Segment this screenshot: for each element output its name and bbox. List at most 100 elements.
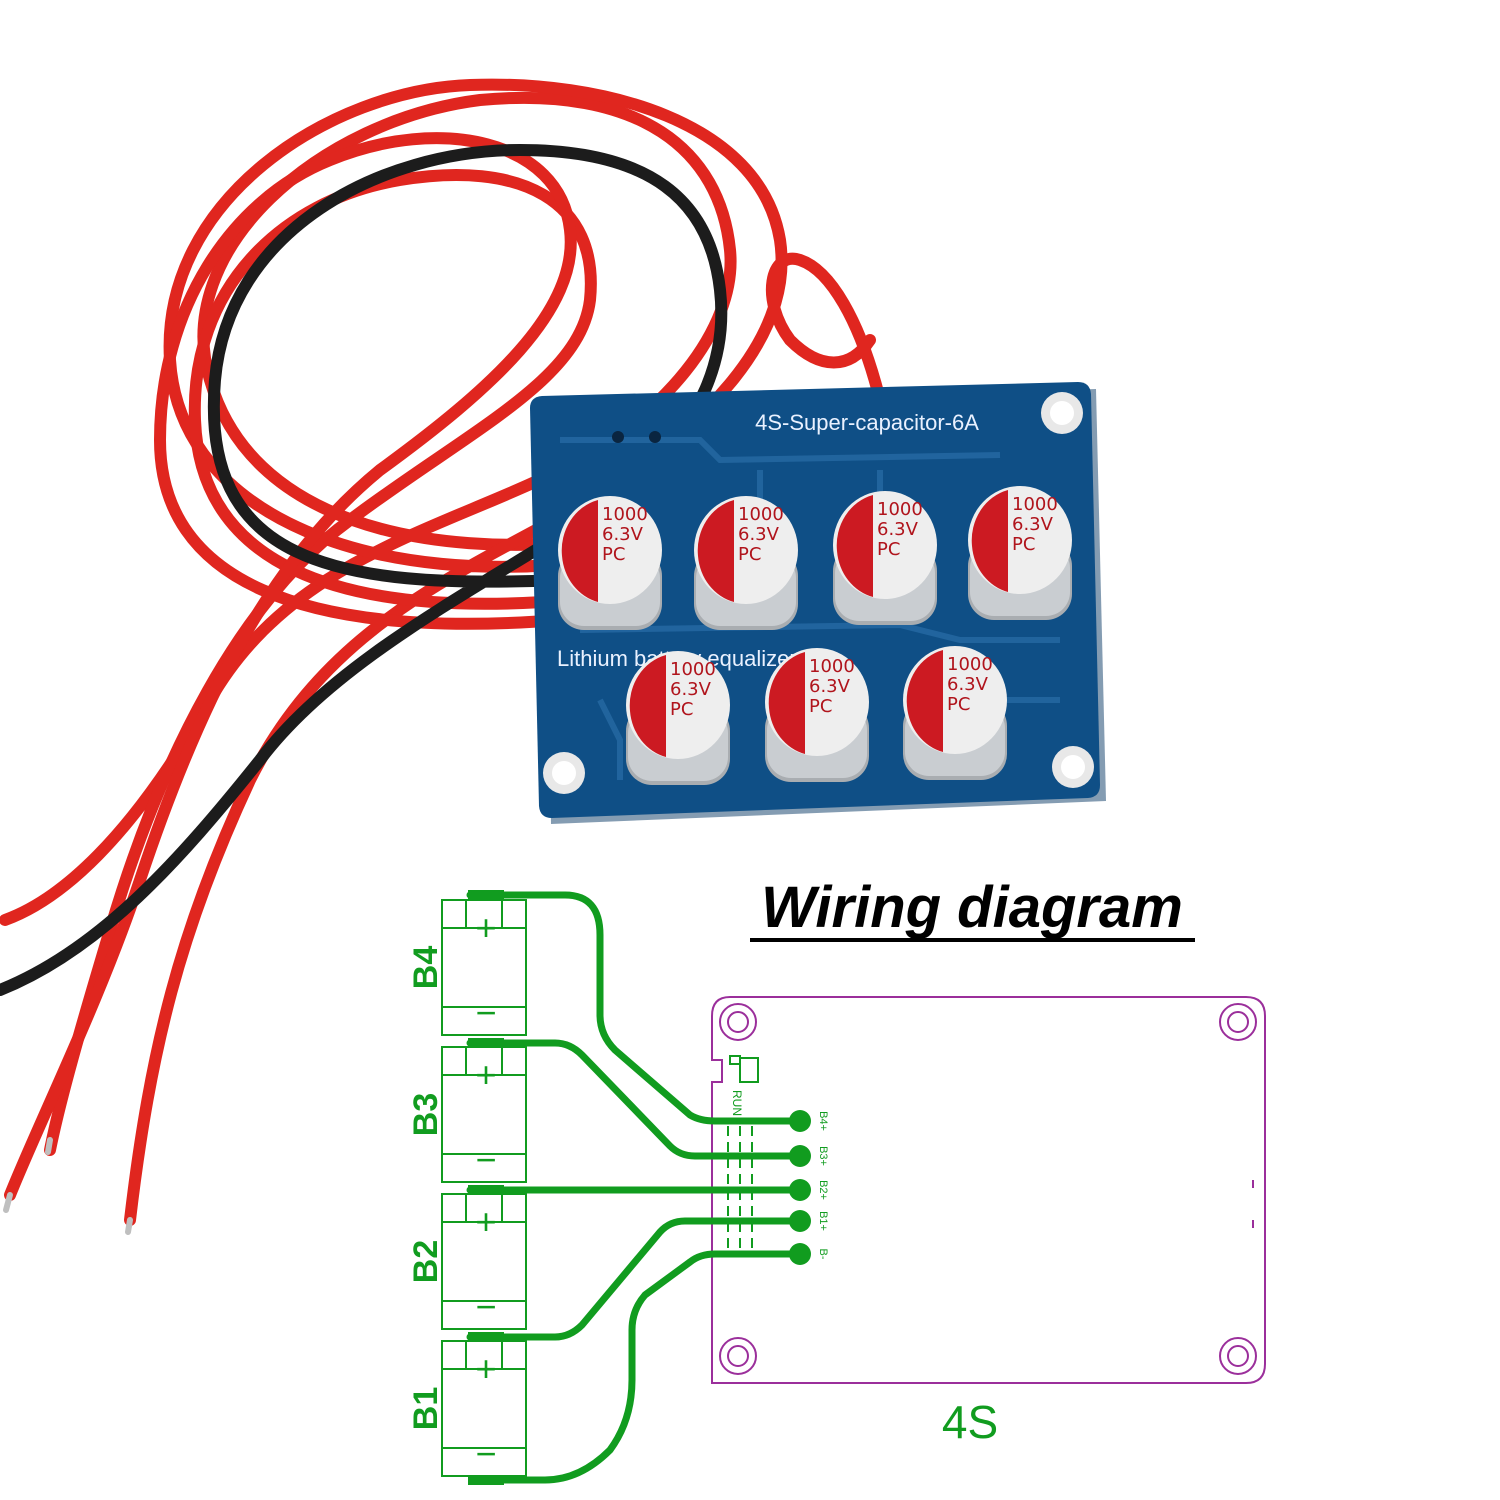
red-wire (765, 252, 886, 406)
capacitor-marking: 6.3V (809, 676, 851, 697)
corner-hole-inner (1227, 1345, 1249, 1367)
battery-plus: + (475, 1348, 496, 1389)
capacitor-marking: 1000 (738, 504, 784, 525)
capacitor-marking: PC (670, 699, 693, 720)
pin-pad (789, 1110, 811, 1132)
terminal-bar (468, 1332, 504, 1342)
capacitor-marking: 1000 (877, 499, 923, 520)
capacitor-marking: 6.3V (1012, 514, 1054, 535)
capacitor-marking: 6.3V (947, 674, 989, 695)
pin-label: B- (817, 1249, 829, 1260)
capacitor-marking: 1000 (947, 654, 993, 675)
board-outline-corners (719, 1003, 1257, 1375)
capacitor-marking: PC (738, 544, 761, 565)
capacitor-sleeve (629, 655, 666, 757)
capacitor-marking: PC (809, 696, 832, 717)
capacitor-marking: PC (947, 694, 970, 715)
diagram-title: Wiring diagram (761, 875, 1183, 940)
board-outline (711, 996, 1266, 1384)
capacitor-sleeve (768, 652, 805, 754)
corner-hole (719, 1337, 757, 1375)
mounting-hole (1052, 746, 1094, 788)
mounting-hole (543, 752, 585, 794)
battery-label: B2 (407, 1240, 445, 1283)
capacitor-sleeve (836, 495, 873, 597)
run-led: RUN (729, 1055, 759, 1116)
terminal-bar (468, 890, 504, 900)
capacitor-marking: 6.3V (670, 679, 712, 700)
mounting-hole (1041, 392, 1083, 434)
battery-cell: + −B3 (407, 1046, 527, 1183)
pin-pad (789, 1243, 811, 1265)
corner-hole-inner (727, 1345, 749, 1367)
connection-wire (481, 1250, 804, 1484)
pin-label: B3+ (817, 1146, 829, 1166)
black-wire (0, 143, 728, 996)
battery-label: B1 (407, 1387, 445, 1430)
pin-label: B2+ (817, 1180, 829, 1200)
corner-hole (1219, 1003, 1257, 1041)
battery-plus: + (475, 907, 496, 948)
run-label: RUN (730, 1090, 744, 1116)
capacitor-marking: 6.3V (738, 524, 780, 545)
battery-label: B4 (407, 946, 445, 990)
capacitor-sleeve (971, 490, 1008, 592)
battery-plus: + (475, 1201, 496, 1242)
battery-label: B3 (407, 1093, 445, 1136)
product-photo: 4S-Super-capacitor-6A Lithium battery eq… (0, 78, 1106, 1235)
capacitor-marking: 6.3V (877, 519, 919, 540)
battery-minus: − (475, 1286, 496, 1327)
capacitor-marking: 6.3V (602, 524, 644, 545)
battery-plus: + (475, 1054, 496, 1095)
board-size-label: 4S (942, 1396, 998, 1448)
battery-cell: + −B1 (407, 1340, 527, 1477)
corner-hole (719, 1003, 757, 1041)
connection-wire (466, 891, 804, 1125)
capacitor-sleeve (697, 500, 734, 602)
capacitor-marking: PC (877, 539, 900, 560)
pin-pad (789, 1179, 811, 1201)
board-edge (711, 996, 1266, 1384)
wire-group: B4+ B3+ B2+ B1+ B- (466, 890, 829, 1485)
battery-minus: − (475, 992, 496, 1033)
terminal-bar (468, 1185, 504, 1195)
capacitor-marking: PC (1012, 534, 1035, 555)
capacitor-group: 10006.3VPC10006.3VPC10006.3VPC10006.3VPC… (558, 486, 1072, 785)
corner-hole-inner (727, 1011, 749, 1033)
via (649, 431, 661, 443)
capacitor-marking: 1000 (670, 659, 716, 680)
battery-cell: + −B4 (407, 899, 527, 1036)
capacitor-marking: 1000 (602, 504, 648, 525)
battery-stack: +−B4+−B3+−B2+−B1 (407, 899, 527, 1477)
pin-label: B4+ (817, 1111, 829, 1131)
wire-tip (45, 1137, 53, 1155)
pin-pad (789, 1210, 811, 1232)
battery-minus: − (475, 1433, 496, 1474)
capacitor-marking: 1000 (809, 656, 855, 677)
wiring-diagram: Wiring diagram +−B4+−B3+−B2+−B1 RUN B4+B… (407, 875, 1266, 1485)
board-name-label: 4S-Super-capacitor-6A (755, 410, 979, 435)
corner-hole (1219, 1337, 1257, 1375)
wire-tip (125, 1217, 133, 1235)
capacitor-sleeve (561, 500, 598, 602)
terminal-bar (468, 1475, 504, 1485)
connection-wire (466, 1039, 804, 1160)
wire-bundle (0, 78, 886, 1235)
capacitor-marking: PC (602, 544, 625, 565)
battery-minus: − (475, 1139, 496, 1180)
via (612, 431, 624, 443)
pin-label: B1+ (817, 1211, 829, 1231)
capacitor-sleeve (906, 650, 943, 752)
connection-wire (466, 1217, 804, 1341)
red-wire (4, 132, 577, 1201)
battery-cell: + −B2 (407, 1193, 527, 1330)
pin-pad (789, 1145, 811, 1167)
wire-tip (3, 1192, 13, 1213)
